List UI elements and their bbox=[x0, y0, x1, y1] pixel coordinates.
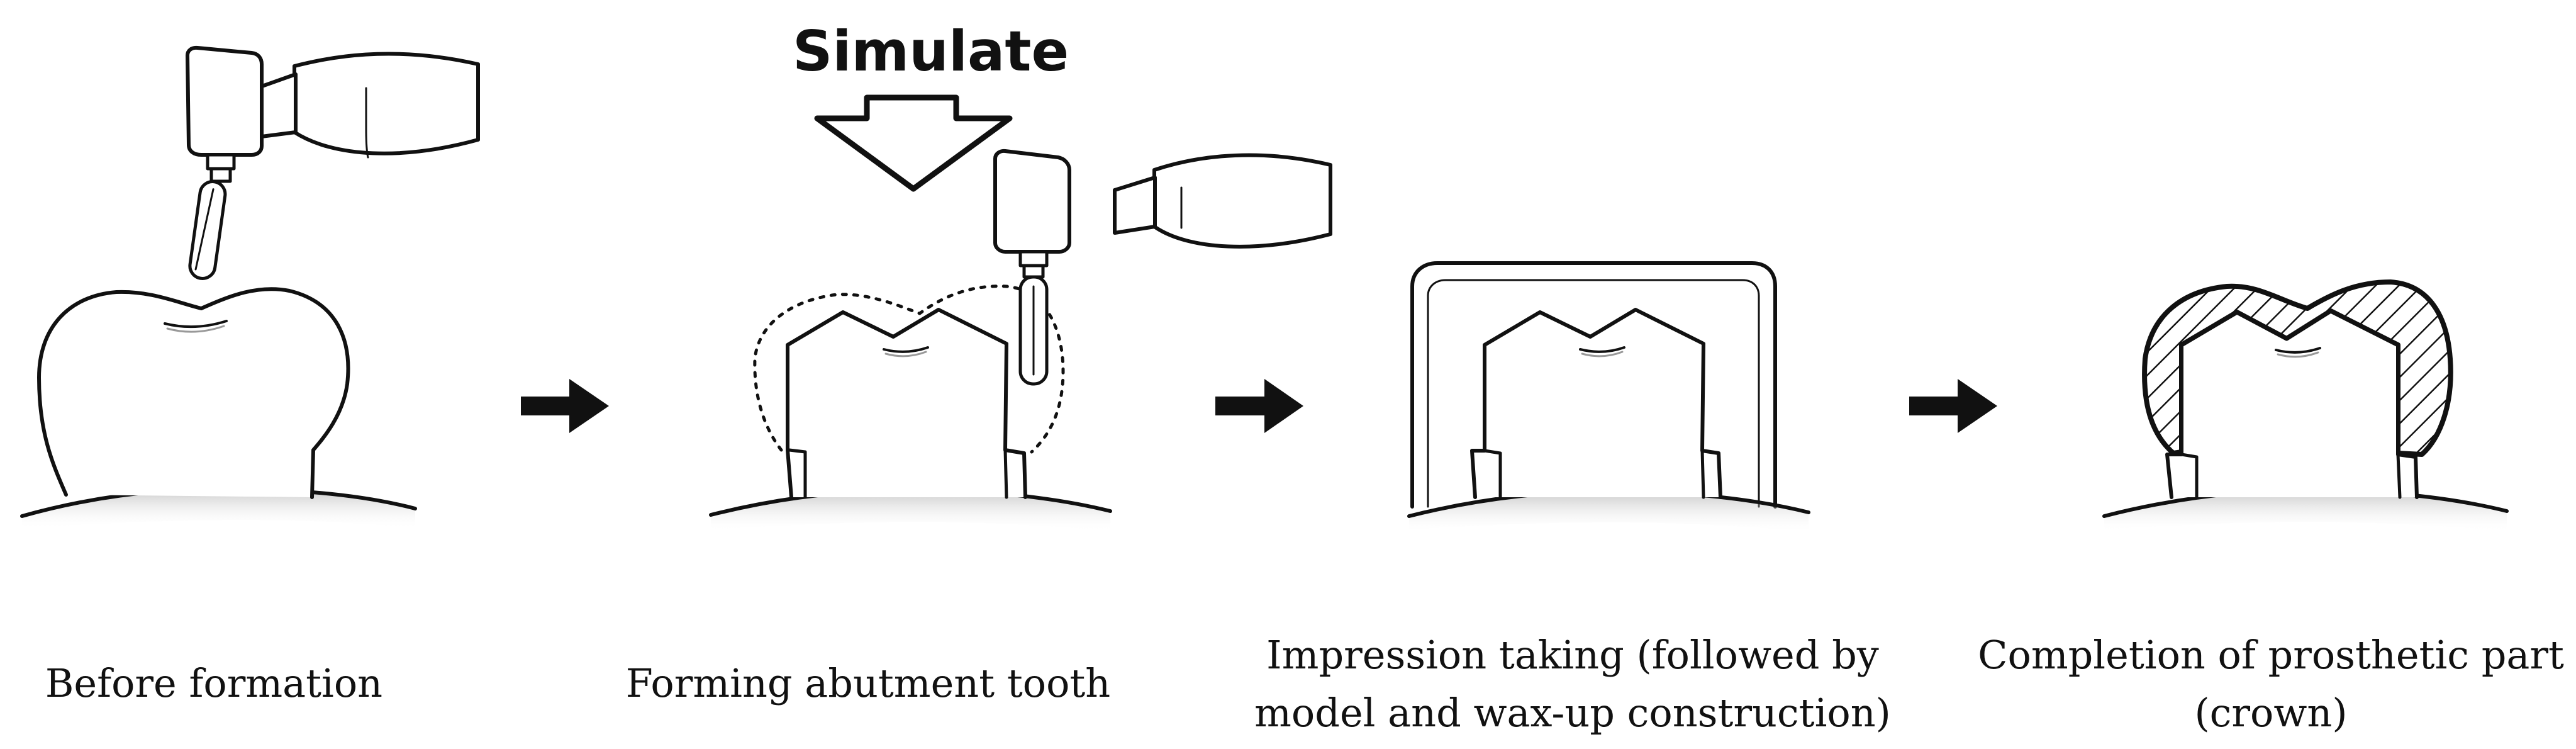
step-arrow-3 bbox=[1909, 379, 1997, 433]
original-tooth-outline bbox=[753, 284, 1065, 454]
panel-impression-taking bbox=[1407, 261, 1810, 532]
step-arrow-2 bbox=[1215, 379, 1303, 433]
simulate-arrow-icon bbox=[814, 94, 1013, 192]
crown bbox=[2142, 279, 2453, 457]
caption-before-formation: Before formation bbox=[19, 655, 409, 712]
caption-line: (crown) bbox=[2194, 690, 2348, 736]
dental-handpiece bbox=[186, 45, 480, 280]
dental-handpiece bbox=[993, 149, 1332, 386]
caption-line: model and wax-up construction) bbox=[1254, 690, 1891, 736]
handpiece-sleeve bbox=[293, 52, 480, 155]
tooth-groove bbox=[164, 320, 228, 329]
handpiece-chuck bbox=[206, 153, 236, 171]
simulate-label: Simulate bbox=[793, 19, 1069, 84]
caption-impression-taking: Impression taking (followed by model and… bbox=[1227, 626, 1919, 742]
panel-completion-crown bbox=[2102, 279, 2509, 532]
caption-line: Forming abutment tooth bbox=[625, 660, 1111, 706]
panel-before-formation bbox=[20, 45, 480, 529]
step-arrow-1 bbox=[521, 379, 609, 433]
caption-completion-crown: Completion of prosthetic part (crown) bbox=[1972, 626, 2570, 742]
panel-forming-abutment: Simulate bbox=[709, 19, 1332, 532]
handpiece-bur bbox=[188, 180, 227, 280]
caption-forming-abutment: Forming abutment tooth bbox=[616, 655, 1120, 712]
gum-shadow bbox=[22, 488, 415, 529]
caption-line: Completion of prosthetic part bbox=[1978, 632, 2564, 678]
caption-line: Impression taking (followed by bbox=[1266, 632, 1879, 678]
abutment-tooth bbox=[786, 308, 1027, 499]
tooth-groove-shade bbox=[166, 325, 225, 333]
handpiece-head bbox=[186, 45, 264, 157]
caption-line: Before formation bbox=[45, 660, 383, 706]
abutment-tooth bbox=[1470, 308, 1722, 499]
tooth-outline bbox=[37, 287, 350, 499]
abutment-tooth bbox=[2165, 309, 2419, 499]
